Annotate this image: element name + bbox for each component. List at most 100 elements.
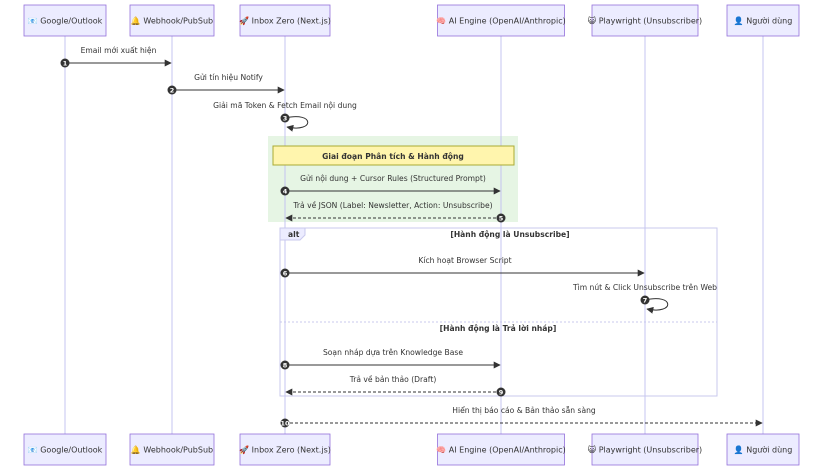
actor-box: [239, 4, 331, 37]
actor-box: [23, 433, 107, 466]
message-label: Gửi nội dung + Cursor Rules (Structured …: [300, 174, 486, 183]
actor-name: Webhook/PubSub: [143, 17, 213, 26]
actor-label: 🧠 AI Engine (OpenAI/Anthropic): [436, 446, 565, 455]
actor-box: [23, 4, 107, 37]
self-message-arrow: [284, 116, 309, 132]
actor-webhook-top: 🔔 Webhook/PubSub: [129, 4, 215, 37]
email-icon: 📧: [28, 17, 41, 26]
actor-name: Inbox Zero (Next.js): [252, 446, 331, 455]
bell-icon: 🔔: [131, 446, 144, 455]
actor-box: [129, 4, 215, 37]
actor-box: [437, 4, 565, 37]
cat-icon: 😺: [588, 446, 599, 455]
actor-box: [591, 433, 699, 466]
actor-label: 😺 Playwright (Unsubscriber): [588, 17, 702, 26]
message-9: Trả về bản thảo (Draft)9: [285, 375, 506, 397]
actor-user-bottom: 👤 Người dùng: [726, 433, 800, 466]
phase-note: [272, 145, 515, 166]
actor-label: 👤 Người dùng: [734, 16, 793, 26]
cat-icon: 😺: [588, 17, 599, 26]
sequence-number-badge: [640, 295, 650, 305]
alt-condition-unsubscribe: [Hành động là Unsubscribe]: [450, 230, 569, 239]
brain-icon: 🧠: [436, 446, 449, 455]
actor-google-bottom: 📧 Google/Outlook: [23, 433, 107, 466]
sequence-number: 8: [283, 361, 288, 369]
self-message-arrow: [644, 298, 669, 314]
actor-playwright-bottom: 😺 Playwright (Unsubscriber): [588, 433, 702, 466]
message-4: Gửi nội dung + Cursor Rules (Structured …: [280, 174, 501, 196]
sequence-number: 7: [643, 296, 648, 304]
actor-name: Inbox Zero (Next.js): [252, 17, 331, 26]
actor-name: Google/Outlook: [40, 17, 102, 26]
actor-ai-top: 🧠 AI Engine (OpenAI/Anthropic): [436, 4, 566, 37]
phase-note-text: Giai đoạn Phân tích & Hành động: [322, 152, 464, 161]
actor-name: AI Engine (OpenAI/Anthropic): [449, 446, 566, 455]
actor-google-top: 📧 Google/Outlook: [23, 4, 107, 37]
actor-label: 🔔 Webhook/PubSub: [131, 446, 213, 455]
actor-label: 🚀 Inbox Zero (Next.js): [239, 445, 331, 455]
actor-label: 🔔 Webhook/PubSub: [131, 17, 213, 26]
message-3: Giải mã Token & Fetch Email nội dung 3: [213, 101, 357, 132]
actor-playwright-top: 😺 Playwright (Unsubscriber): [588, 4, 702, 37]
actor-name: Playwright (Unsubscriber): [599, 17, 702, 26]
user-icon: 👤: [734, 445, 747, 455]
actor-box: [726, 433, 800, 466]
actor-user-top: 👤 Người dùng: [726, 4, 800, 37]
sequence-number-badge: [280, 268, 290, 278]
alt-keyword: alt: [288, 230, 300, 239]
actor-name: Webhook/PubSub: [143, 446, 213, 455]
sequence-number: 6: [283, 269, 288, 277]
actor-inbox-top: 🚀 Inbox Zero (Next.js): [239, 4, 331, 37]
message-6: Kích hoạt Browser Script 6: [280, 256, 645, 278]
actor-webhook-bottom: 🔔 Webhook/PubSub: [129, 433, 215, 466]
brain-icon: 🧠: [436, 17, 449, 26]
actor-label: 😺 Playwright (Unsubscriber): [588, 446, 702, 455]
alt-frame-border: [279, 227, 718, 397]
sequence-number-badge: [280, 113, 290, 123]
actor-box: [591, 4, 699, 37]
alt-tag-shape: [279, 227, 306, 241]
sequence-number-badge: [496, 387, 506, 397]
actor-name: Người dùng: [746, 445, 792, 455]
actor-inbox-bottom: 🚀 Inbox Zero (Next.js): [239, 433, 331, 466]
actor-name: Google/Outlook: [40, 446, 102, 455]
sequence-number: 3: [283, 114, 288, 122]
actor-name: Playwright (Unsubscriber): [599, 446, 702, 455]
sequence-number: 10: [280, 419, 290, 427]
alt-condition-draft: [Hành động là Trả lời nháp]: [440, 324, 557, 333]
actor-box: [129, 433, 215, 466]
sequence-number-badge: [280, 186, 290, 196]
user-icon: 👤: [734, 16, 747, 26]
actor-label: 📧 Google/Outlook: [28, 17, 103, 26]
actor-name: Người dùng: [746, 16, 792, 26]
sequence-number: 5: [499, 214, 504, 222]
actor-ai-bottom: 🧠 AI Engine (OpenAI/Anthropic): [436, 433, 566, 466]
bell-icon: 🔔: [131, 17, 144, 26]
message-8: Soạn nháp dựa trên Knowledge Base 8: [280, 348, 501, 370]
message-5: Trả về JSON (Label: Newsletter, Action: …: [285, 201, 506, 223]
sequence-number-badge: [280, 360, 290, 370]
message-label: Trả về JSON (Label: Newsletter, Action: …: [292, 201, 492, 210]
message-label: Email mới xuất hiện: [81, 46, 157, 55]
sequence-number-badge: [496, 213, 506, 223]
sequence-number-badge: [167, 85, 177, 95]
alt-frame: alt [Hành động là Unsubscribe] [Hành độn…: [279, 227, 718, 397]
message-label: Kích hoạt Browser Script: [418, 256, 511, 265]
message-label: Giải mã Token & Fetch Email nội dung: [213, 101, 357, 110]
actor-label: 👤 Người dùng: [734, 445, 793, 455]
actor-label: 🚀 Inbox Zero (Next.js): [239, 16, 331, 26]
actor-label: 🧠 AI Engine (OpenAI/Anthropic): [436, 17, 565, 26]
actor-box: [239, 433, 331, 466]
sequence-number: 2: [170, 86, 175, 94]
actor-box: [726, 4, 800, 37]
sequence-number: 4: [283, 187, 288, 195]
message-label: Soạn nháp dựa trên Knowledge Base: [323, 348, 463, 357]
rocket-icon: 🚀: [239, 445, 252, 455]
sequence-number-badge: [280, 418, 290, 428]
email-icon: 📧: [28, 446, 41, 455]
